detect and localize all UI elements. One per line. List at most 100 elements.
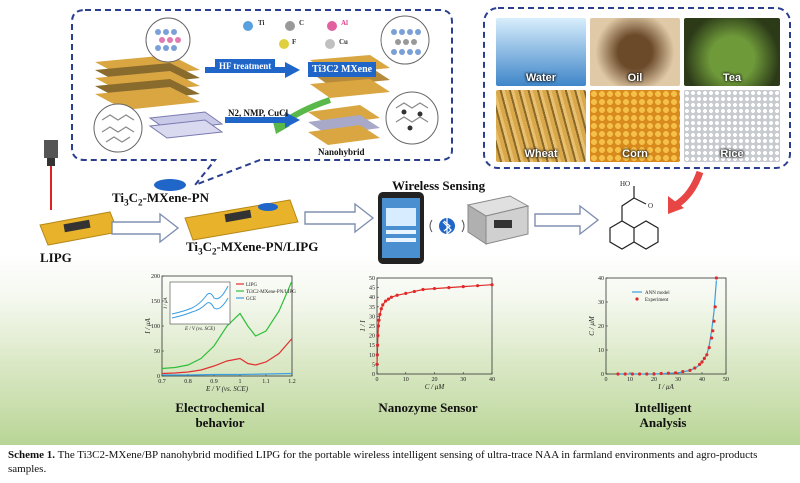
wireless-sensing-label: Wireless Sensing: [392, 178, 486, 193]
electrode-label: Ti3C2-MXene-PN: [112, 190, 209, 208]
y-tick-label: 15: [369, 343, 375, 349]
y-tick-label: 40: [369, 295, 375, 301]
x-tick-label: 1.1: [262, 379, 270, 385]
x-tick-label: 1: [239, 379, 242, 385]
al-sphere: [327, 21, 337, 31]
element-al: Al: [341, 19, 348, 27]
legend-entry: Ti3C2-MXene-PN/LIPG: [246, 290, 296, 295]
synthesis-frame: [71, 9, 453, 188]
data-point: [638, 372, 642, 376]
naa-molecule: [609, 186, 659, 250]
y-tick-label: 200: [151, 274, 160, 280]
x-tick-label: 30: [460, 377, 466, 383]
data-point: [693, 366, 697, 370]
electrochem-title: Electrochemical behavior: [175, 400, 265, 430]
sample-label: Wheat: [524, 148, 558, 160]
data-point: [666, 371, 670, 375]
nanozyme-title: Nanozyme Sensor: [378, 400, 478, 415]
data-point: [381, 303, 385, 307]
element-c: C: [299, 19, 305, 27]
mxene-label: Ti3C2 MXene: [308, 62, 377, 77]
data-point: [674, 371, 678, 375]
y-tick-label: 50: [154, 349, 160, 355]
data-point: [705, 353, 709, 357]
potentiostat-device: [466, 195, 530, 245]
x-tick-label: 0: [376, 377, 379, 383]
nanohybrid-label: Nanohybrid: [318, 147, 365, 157]
data-point: [710, 336, 714, 340]
sample-tile-corn: Corn: [590, 90, 680, 162]
legend-entry: GCE: [246, 297, 256, 302]
nanohybrid-zoom-circle: [385, 91, 439, 145]
nanohybrid-structure: [395, 102, 429, 123]
sample-label: Water: [525, 72, 557, 84]
plot-frame: [376, 277, 493, 375]
data-point: [377, 318, 381, 322]
x-tick-label: 30: [675, 377, 681, 383]
data-point: [714, 276, 718, 280]
data-point: [421, 287, 425, 292]
y-tick-label: 20: [369, 334, 375, 340]
y-axis-label: 1 / I: [359, 320, 367, 332]
f-sphere: [279, 39, 289, 49]
data-point: [384, 299, 388, 303]
x-tick-label: 20: [432, 377, 438, 383]
data-point: [681, 370, 685, 374]
data-point: [711, 329, 715, 333]
x-tick-label: 40: [699, 377, 705, 383]
y-tick-label: 5: [372, 362, 375, 368]
sample-tile-rice: Rice: [684, 90, 780, 162]
y-tick-label: 20: [598, 324, 604, 330]
bp-structure: [101, 114, 135, 143]
data-point: [379, 307, 383, 311]
lipg-strip-1: [39, 211, 119, 246]
series-line: [161, 280, 293, 370]
data-point: [652, 372, 656, 376]
y-tick-label: 0: [601, 372, 604, 378]
hf-treatment-label: HF treatment: [215, 59, 276, 73]
element-ti: Ti: [258, 19, 265, 27]
y-axis-label: I / μA: [144, 317, 152, 334]
y-tick-label: 30: [598, 300, 604, 306]
y-tick-label: 35: [369, 305, 375, 311]
bp-sheets: [148, 111, 224, 139]
x-tick-label: 10: [403, 377, 409, 383]
cu-sphere: [325, 39, 335, 49]
x-axis-label: C / μM: [425, 383, 446, 390]
y-axis-label: C / μM: [588, 315, 596, 336]
x-tick-label: 0.8: [184, 379, 192, 385]
data-point: [616, 372, 620, 376]
y-tick-label: 30: [369, 314, 375, 320]
modified-electrode-label: Ti3C2-MXene-PN/LIPG: [186, 239, 319, 257]
legend-swatch: [635, 297, 639, 301]
scheme-figure: HO O Ti C Al F Cu HF treatment Ti3C2 MXe…: [0, 0, 800, 445]
y-tick-label: 25: [369, 324, 375, 330]
data-point: [713, 305, 717, 309]
element-f: F: [292, 38, 297, 46]
series-line: [161, 338, 293, 375]
data-point: [447, 286, 451, 290]
data-point: [375, 343, 380, 347]
data-point: [378, 312, 382, 317]
sample-label: Oil: [627, 72, 643, 84]
c-sphere: [285, 21, 295, 31]
y-tick-label: 45: [369, 286, 375, 292]
y-tick-label: 150: [151, 299, 160, 305]
figure-graphics: HO O: [39, 7, 791, 264]
caption-label: Scheme 1.: [8, 449, 56, 461]
inset-x-label: E / V (vs. SCE): [184, 327, 215, 332]
x-tick-label: 0: [605, 377, 608, 383]
data-point: [700, 360, 704, 364]
x-tick-label: 40: [489, 377, 495, 383]
inset-curve-gce-2: [171, 285, 229, 315]
x-tick-label: 20: [651, 377, 657, 383]
data-point: [375, 353, 379, 357]
sample-label: Corn: [622, 148, 648, 160]
atom-lattice-2: [391, 29, 421, 55]
data-point: [645, 372, 649, 376]
data-point: [707, 346, 711, 350]
data-point: [688, 368, 692, 372]
data-point: [702, 356, 706, 360]
data-point: [630, 372, 634, 376]
